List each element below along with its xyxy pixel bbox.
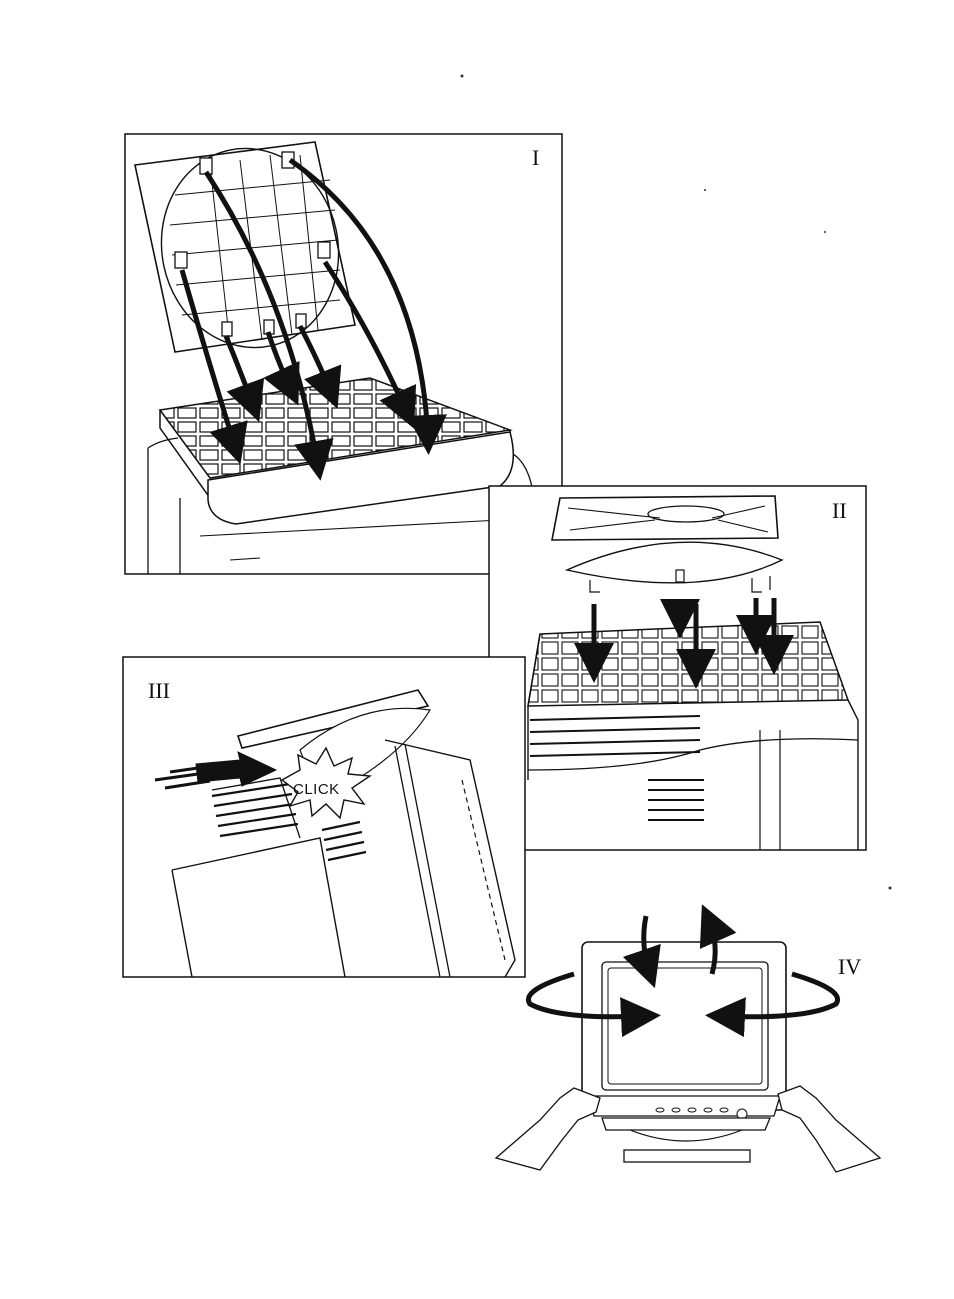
panel-4: IV (496, 916, 880, 1172)
click-callout-text: CLICK (293, 781, 340, 798)
monitor-top-grid-2 (528, 622, 848, 706)
monitor-foot (624, 1150, 750, 1162)
right-hand (778, 1086, 880, 1172)
panel-3-label: III (148, 678, 170, 703)
panel-4-label: IV (838, 954, 861, 979)
panel-2-label: II (832, 498, 847, 523)
panel-2: II (489, 486, 866, 850)
panel-1-label: I (532, 145, 539, 170)
left-hand (496, 1088, 600, 1170)
panel-3: CLICK III (123, 657, 525, 977)
base-plate-top (552, 496, 778, 540)
